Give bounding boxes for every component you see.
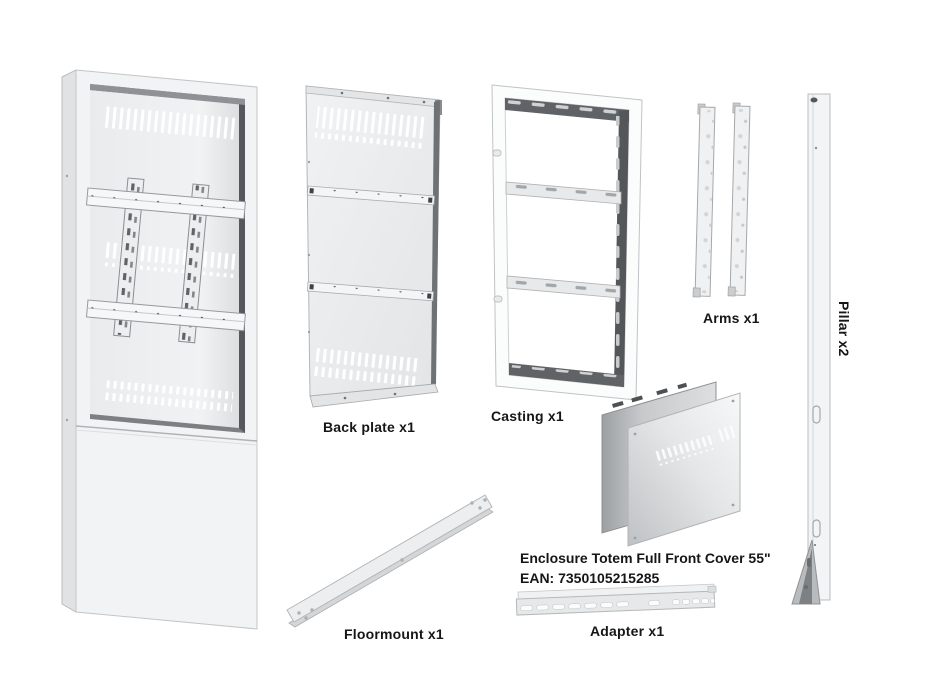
back-plate-illustration bbox=[305, 85, 442, 408]
floormount-illustration bbox=[286, 494, 494, 628]
arms-illustration bbox=[692, 102, 751, 298]
product-title: Enclosure Totem Full Front Cover 55" bbox=[520, 550, 771, 566]
adapter-label: Adapter x1 bbox=[590, 623, 665, 639]
product-text-block: Enclosure Totem Full Front Cover 55" EAN… bbox=[520, 548, 771, 588]
product-ean: EAN: 7350105215285 bbox=[520, 570, 660, 586]
arms-label: Arms x1 bbox=[703, 310, 760, 326]
casting-illustration bbox=[491, 84, 643, 401]
front-cover-illustration bbox=[601, 381, 741, 547]
adapter-illustration bbox=[515, 583, 717, 616]
totem-enclosure-illustration bbox=[61, 69, 258, 630]
floormount-label: Floormount x1 bbox=[344, 626, 444, 642]
back-plate-label: Back plate x1 bbox=[323, 419, 416, 435]
pillar-illustration bbox=[791, 93, 831, 605]
pillar-label: Pillar x2 bbox=[836, 301, 852, 357]
casting-label: Casting x1 bbox=[491, 408, 564, 424]
